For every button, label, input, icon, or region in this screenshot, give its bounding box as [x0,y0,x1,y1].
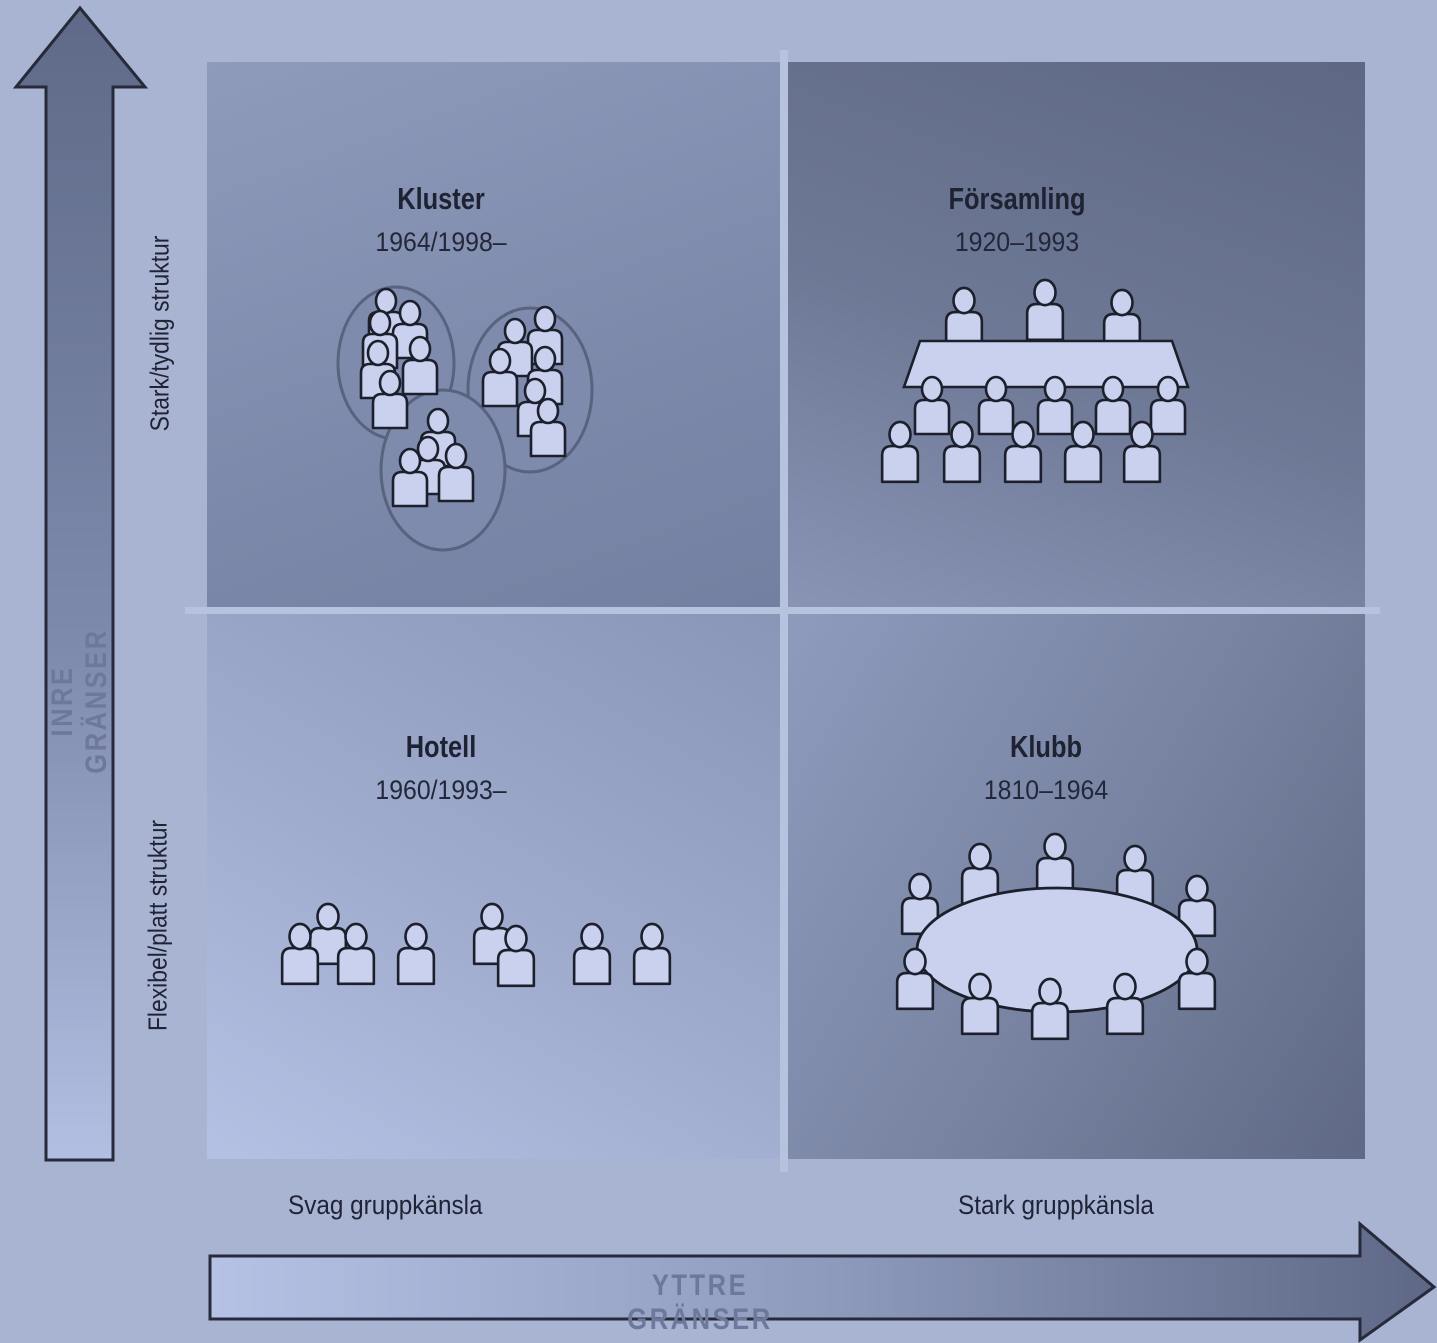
congregation-assembly-icon [880,278,1190,484]
quadrant-bottom-left [207,614,780,1159]
person-icon [942,420,982,484]
speaker-table [902,339,1190,389]
clustered-groups-icon [336,285,594,552]
person-icon [1036,375,1074,436]
person-icon [977,375,1015,436]
person-icon [960,972,1000,1036]
person-icon [280,922,320,986]
quadrant-years-kluster: 1964/1998– [375,227,507,257]
person-icon [481,347,519,408]
weak-group-feeling-label: Svag gruppkänsla [288,1190,483,1220]
person-icon [437,442,475,503]
horizontal-axis-arrow [208,1220,1437,1343]
person-icon [1094,375,1132,436]
person-icon [391,447,429,508]
person-icon [880,420,920,484]
round-table-club-icon [895,832,1217,1041]
person-icon [1149,375,1187,436]
person-icon [1177,947,1217,1011]
vertical-axis-title: INRE GRÄNSER [46,628,113,774]
person-icon [1122,420,1162,484]
quadrant-top-right [788,62,1365,607]
person-icon [1030,977,1070,1041]
quadrant-bottom-right [788,614,1365,1159]
quadrant-years-hotell: 1960/1993– [375,775,507,805]
strong-structure-label: Stark/tydlig struktur [144,235,175,432]
quadrant-title-kluster: Kluster [397,181,485,216]
person-icon [396,922,436,986]
person-icon [1035,832,1075,896]
quadrant-title-klubb: Klubb [1009,729,1083,764]
person-icon [632,922,672,986]
person-icon [529,397,567,458]
person-icon [1063,420,1103,484]
scattered-individuals-icon [280,902,672,988]
person-icon [401,335,439,396]
person-icon [913,375,951,436]
person-icon [1115,844,1155,908]
horizontal-axis-title: YTTRE GRÄNSER [627,1269,773,1336]
quadrant-years-klubb: 1810–1964 [983,775,1109,805]
person-icon [371,369,409,430]
quadrant-years-forsamling: 1920–1993 [954,227,1080,257]
person-icon [336,922,376,986]
horizontal-divider [185,607,1380,614]
person-icon [496,924,536,988]
strong-group-feeling-label: Stark gruppkänsla [958,1190,1154,1220]
person-icon [944,286,984,350]
person-icon [572,922,612,986]
quadrant-title-hotell: Hotell [405,729,477,764]
person-icon [1003,420,1043,484]
quadrant-title-forsamling: Församling [948,181,1086,216]
person-icon [1025,278,1065,342]
vertical-axis-arrow [12,5,149,1162]
person-icon [1105,972,1145,1036]
person-icon [895,947,935,1011]
flexible-structure-label: Flexibel/platt struktur [142,819,173,1032]
